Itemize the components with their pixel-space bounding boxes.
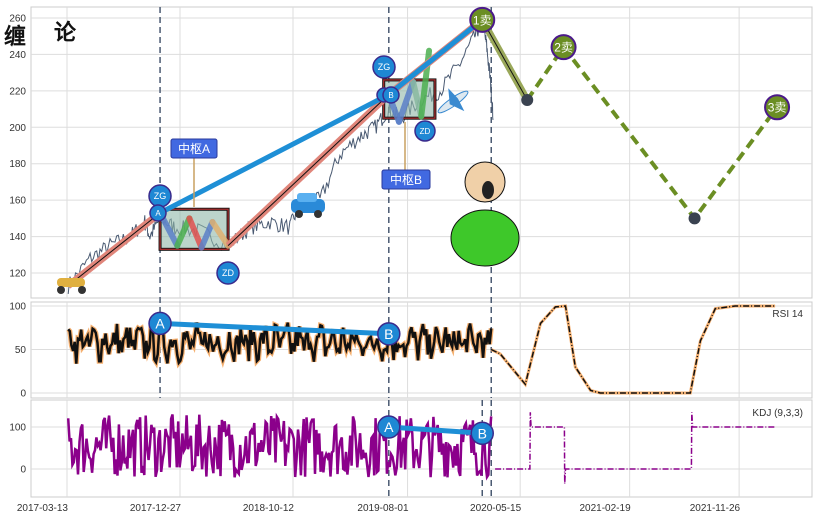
rsi-point-marker [377,322,401,346]
y-tick-label: 100 [9,423,26,434]
turning-point [688,212,701,225]
y-tick-label: 0 [20,465,26,476]
inner-stroke [186,215,205,251]
x-tick-label: 2017-12-27 [130,503,182,514]
x-tick-label: 2017-03-13 [17,503,69,514]
y-tick-label: 0 [20,389,26,400]
y-tick-label: 120 [9,268,26,279]
kdj-line [66,412,493,481]
marker-label: ZD [420,127,431,136]
sell-point-marker [469,6,496,33]
marker-label: A [155,209,161,218]
y-tick-label: 50 [15,345,27,356]
inner-stroke [198,218,216,251]
sell-point-label: 2卖 [554,41,573,55]
marker-label: ZG [378,62,391,72]
monk-mascot-icon [450,161,520,267]
marker-circle [372,55,396,79]
marker-label: B [388,91,393,100]
y-tick-label: 180 [9,159,26,170]
rsi-projection [490,305,776,394]
panel-frame [30,6,813,299]
x-tick-label: 2018-10-12 [243,503,295,514]
rsi-point-marker [148,311,172,336]
sell-point-marker [764,94,791,121]
turning-point [521,93,534,106]
y-tick-label: 200 [9,123,26,134]
zhongshu-label: 中枢A [178,141,210,156]
rsi-point-label: A [155,315,165,331]
rsi-point-label: B [384,326,393,342]
bi-stroke-core [67,212,161,287]
y-tick-label: 160 [9,196,26,207]
car-body [291,199,325,213]
rsi-divergence-line [159,320,389,337]
scooter-body [57,278,85,287]
wheel [78,286,86,294]
airplane-icon [437,88,469,114]
title-char: 论 [54,20,77,45]
marker-label: ZD [222,268,234,278]
monk-robe [450,209,520,267]
kdj-point-label: A [384,419,394,435]
sell-point-label: 1卖 [473,13,492,27]
rsi-line [67,317,493,366]
x-tick-label: 2021-02-19 [579,503,631,514]
bi-stroke-core [227,94,390,247]
monk-mouth [482,181,494,199]
marker-label: ZG [154,191,167,201]
y-tick-label: 240 [9,50,26,61]
marker-circle [149,204,167,222]
plane-wing [448,88,465,112]
y-tick-label: 220 [9,86,26,97]
title-char: 缠 [4,24,26,49]
y-tick-label: 100 [9,302,26,313]
kdj-divergence-line [388,424,483,436]
x-tick-label: 2019-08-01 [357,503,409,514]
rsi-legend: RSI 14 [772,309,803,320]
wheel [314,210,322,218]
marker-circle [216,261,240,285]
kdj-point-label: B [478,425,487,441]
kdj-legend: KDJ (9,3,3) [752,408,803,419]
scooter-icon [57,278,86,294]
inner-stroke [174,215,193,249]
wheel [57,286,65,294]
zhongshu-label-box [381,169,431,190]
marker-circle [382,86,400,104]
projection-line [525,43,779,222]
y-tick-label: 140 [9,232,26,243]
inner-stroke [395,78,417,125]
wheel [295,210,303,218]
sell-point-marker [550,34,577,61]
y-tick-label: 260 [9,14,26,25]
zhongshu-label: 中枢B [390,172,422,187]
bi-stroke-core [481,19,528,101]
kdj-projection [495,412,776,484]
marker-circle [414,120,436,142]
x-tick-label: 2020-05-15 [470,503,522,514]
car-icon [291,193,325,218]
kdj-point-marker [470,421,494,446]
monk-head [464,161,506,203]
zhongshu-label-box [170,138,218,159]
car-top [297,193,317,202]
x-tick-label: 2021-11-26 [690,503,741,514]
zhongshu-box-border [159,208,229,250]
inner-stroke [209,218,232,249]
sell-point-label: 3卖 [768,101,787,115]
kdj-point-marker [377,415,401,439]
